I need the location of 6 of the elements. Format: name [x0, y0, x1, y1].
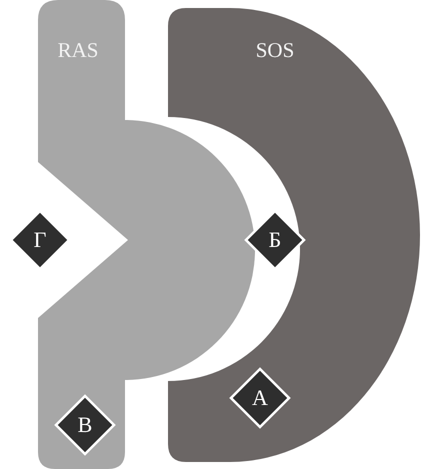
site-label: А	[251, 386, 269, 410]
site-label: Г	[32, 228, 48, 252]
protein-label: RAS	[58, 38, 98, 62]
site-label: В	[76, 413, 94, 437]
site-label: Б	[268, 228, 282, 252]
protein-label: SOS	[256, 38, 294, 62]
